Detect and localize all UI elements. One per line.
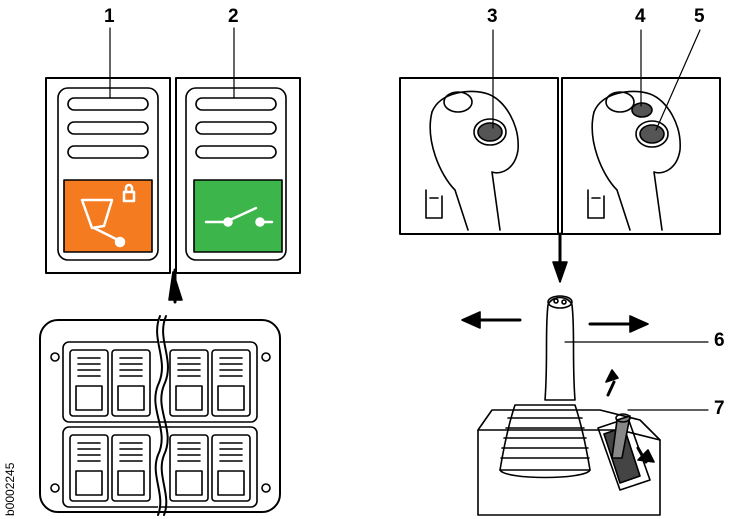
switch-2-body [185,87,287,261]
secondary-lever [597,413,651,491]
switch-1-body [57,87,159,261]
console-break-line [160,315,169,516]
joystick [461,295,709,516]
switch-2-frame [175,77,301,274]
joystick-button [561,299,567,305]
joystick-head-detail [425,90,519,231]
switch-panel-left [45,27,301,304]
right-arrow-head [629,315,649,333]
callout-7: 7 [714,398,725,419]
switch-2-slot [195,97,277,111]
joystick-button [553,298,559,304]
joystick-top [547,295,573,309]
lever-up-arrow-icon [606,380,616,397]
joystick-grip [544,296,576,401]
lever-knob [615,413,631,423]
joystick-head-detail [587,90,681,231]
console-screw [50,352,60,362]
callout-6: 6 [714,330,725,351]
lever-stick [611,415,631,459]
callout-5-leader [655,29,701,131]
console-break-line [154,315,163,516]
callout-5: 5 [694,6,705,27]
switch-console [39,315,281,516]
figure-reference: b0002245 [3,462,17,516]
tipper-lock-icon [80,183,136,248]
switch-1-slot [67,97,149,111]
console-screw [261,483,271,493]
open-switch-icon [204,206,274,227]
callout-2: 2 [228,6,239,27]
console-switch-row [69,434,251,502]
switch-1-slot [67,121,149,135]
switch-2-slot [195,145,277,159]
callout-1: 1 [104,6,115,27]
joystick-bellows [499,404,591,479]
joystick-base [477,409,661,516]
pointer-arrow-right [552,261,568,283]
console-screw [261,352,271,362]
left-arrow-head [461,311,481,329]
lever-down-arrow-head [637,449,655,463]
joystick-detail-panels [399,29,721,283]
lever-up-arrow-head [605,369,619,383]
switch-1-frame [45,77,171,274]
switch-1-slot [67,145,149,159]
detail-panel-3 [399,77,559,235]
console-screw [50,483,60,493]
console-switch-row [69,349,251,417]
switch-2-slot [195,121,277,135]
callout-3: 3 [487,6,498,27]
callout-4: 4 [635,6,646,27]
